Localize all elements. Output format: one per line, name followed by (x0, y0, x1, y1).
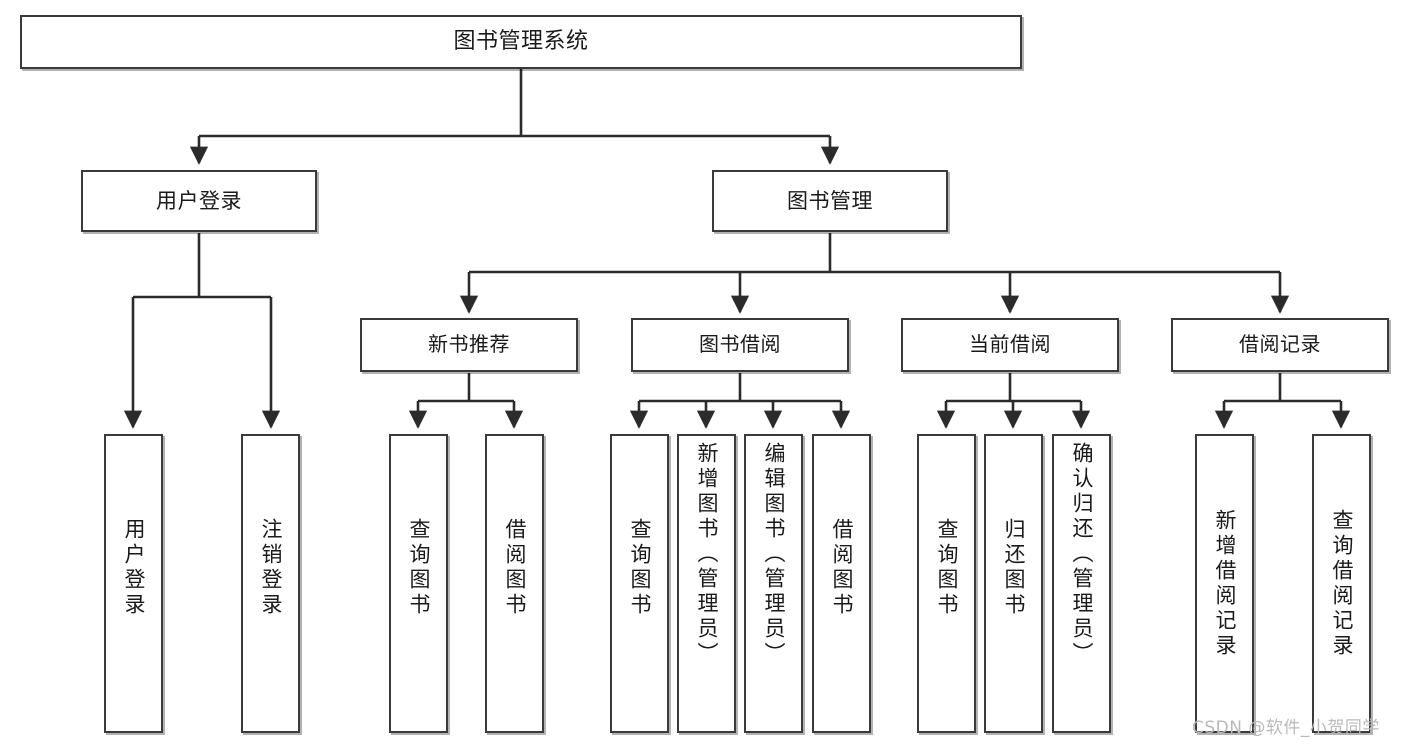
node-borrow-records-label: 借阅记录 (1239, 332, 1321, 357)
node-new-book-recommendation[interactable]: 新书推荐 (360, 318, 578, 372)
node-root-label: 图书管理系统 (453, 29, 589, 55)
node-leaf-query-book-a[interactable]: 查询图书 (389, 434, 448, 733)
node-leaf-query-borrow-record[interactable]: 查询借阅记录 (1312, 434, 1371, 733)
node-leaf-confirm-return-admin[interactable]: 确认归还（管理员） (1052, 434, 1111, 733)
node-leaf-edit-book-admin[interactable]: 编辑图书（管理员） (744, 434, 803, 733)
node-leaf-query-book-c[interactable]: 查询图书 (917, 434, 976, 733)
node-leaf-query-book-a-label: 查询图书 (407, 518, 431, 618)
node-user-login[interactable]: 用户登录 (81, 170, 317, 232)
node-leaf-query-borrow-record-label: 查询借阅记录 (1330, 508, 1354, 659)
node-book-borrow[interactable]: 图书借阅 (631, 318, 849, 372)
node-book-management[interactable]: 图书管理 (712, 170, 948, 232)
node-leaf-borrow-book-a-label: 借阅图书 (503, 518, 527, 618)
node-leaf-borrow-book-b-label: 借阅图书 (830, 518, 854, 618)
node-leaf-add-book-admin-label: 新增图书（管理员） (695, 442, 719, 667)
node-leaf-borrow-book-b[interactable]: 借阅图书 (812, 434, 871, 733)
node-new-book-recommendation-label: 新书推荐 (428, 332, 510, 357)
node-leaf-logout[interactable]: 注销登录 (241, 434, 300, 733)
node-leaf-query-book-b-label: 查询图书 (628, 518, 652, 618)
node-current-borrow-label: 当前借阅 (969, 332, 1051, 357)
node-current-borrow[interactable]: 当前借阅 (901, 318, 1119, 372)
node-leaf-return-book[interactable]: 归还图书 (984, 434, 1043, 733)
node-leaf-query-book-c-label: 查询图书 (935, 518, 959, 618)
node-leaf-user-login[interactable]: 用户登录 (104, 434, 163, 733)
node-leaf-query-book-b[interactable]: 查询图书 (610, 434, 669, 733)
node-leaf-add-book-admin[interactable]: 新增图书（管理员） (677, 434, 736, 733)
watermark: CSDN @软件_小贺同学 (1192, 718, 1380, 738)
node-leaf-edit-book-admin-label: 编辑图书（管理员） (762, 442, 786, 667)
node-book-borrow-label: 图书借阅 (699, 332, 781, 357)
node-borrow-records[interactable]: 借阅记录 (1171, 318, 1389, 372)
node-leaf-borrow-book-a[interactable]: 借阅图书 (485, 434, 544, 733)
node-root[interactable]: 图书管理系统 (20, 15, 1022, 69)
node-leaf-logout-label: 注销登录 (259, 518, 283, 618)
node-leaf-add-borrow-record[interactable]: 新增借阅记录 (1195, 434, 1254, 733)
node-book-management-label: 图书管理 (787, 188, 873, 213)
node-user-login-label: 用户登录 (156, 188, 242, 213)
node-leaf-add-borrow-record-label: 新增借阅记录 (1213, 508, 1237, 659)
node-leaf-return-book-label: 归还图书 (1002, 518, 1026, 618)
node-leaf-user-login-label: 用户登录 (122, 518, 146, 618)
node-leaf-confirm-return-admin-label: 确认归还（管理员） (1070, 442, 1094, 667)
